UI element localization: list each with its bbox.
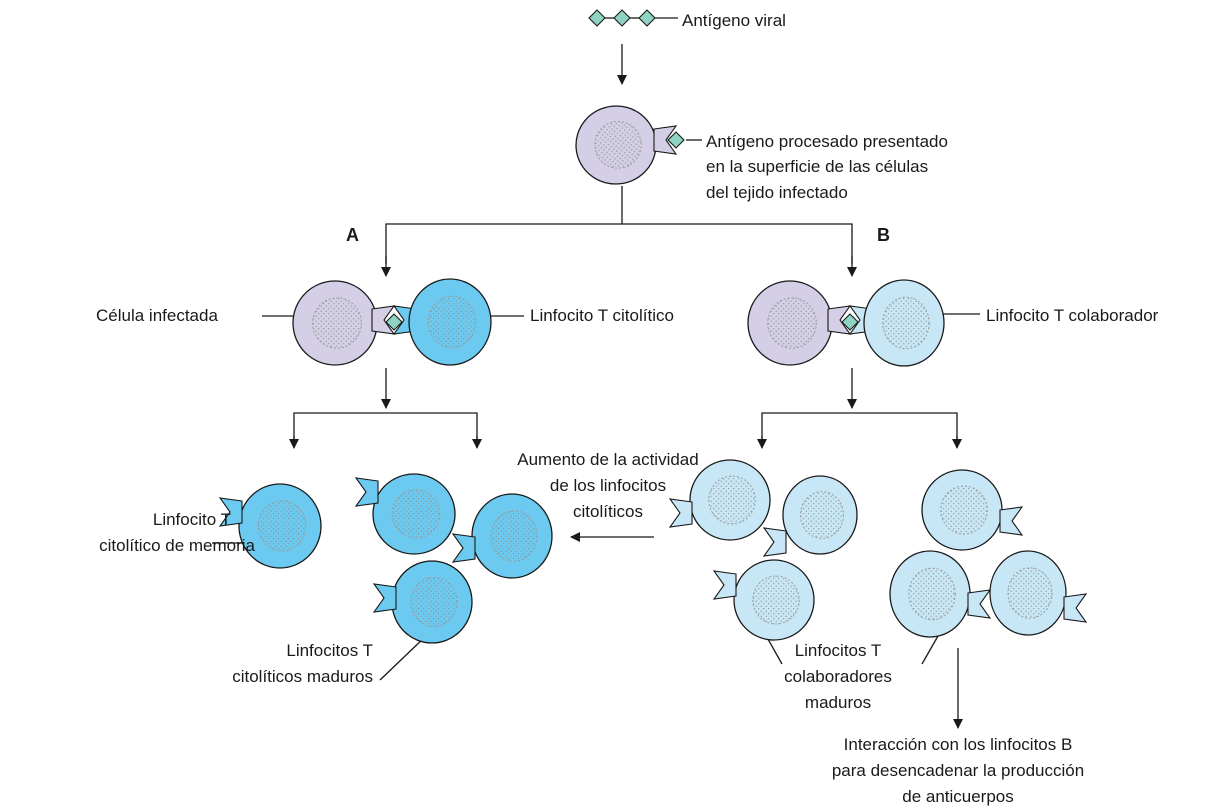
viral-antigen-diamond-1 <box>588 9 606 27</box>
mature-helper-cell-2 <box>782 475 858 555</box>
mature-helper-cell-4 <box>921 469 1003 551</box>
mature-helper-cell-3-receptor <box>712 570 737 600</box>
increased-activity-label-1: Aumento de la actividad <box>517 450 698 469</box>
memory-t-cell-nucleus <box>257 500 307 552</box>
mature-helper-cell-6-receptor <box>1063 593 1088 623</box>
mature-cytolytic-cell-2 <box>471 493 553 579</box>
mature-helper-cell-1-receptor <box>668 498 693 528</box>
mature-helper-cell-2-nucleus <box>800 491 844 539</box>
memory-t-label-1: Linfocito T <box>153 510 231 529</box>
mature-helper-cell-4-receptor <box>999 506 1024 536</box>
mature-helper-cell-3 <box>733 559 815 641</box>
cytolytic-t-cell-nucleus <box>427 295 477 349</box>
processed-antigen-diamond <box>667 131 685 149</box>
mature-cytolytic-cell-1 <box>372 473 456 555</box>
infected-cell-a-nucleus <box>312 297 362 349</box>
mature-helper-leader-2 <box>921 635 939 665</box>
b-interaction-label-2: para desencadenar la producción <box>832 761 1084 780</box>
infected-cell-b <box>747 280 833 366</box>
mature-helper-cell-2-receptor <box>762 527 787 557</box>
processed-antigen-label-3: del tejido infectado <box>706 183 848 202</box>
increased-activity-label-2: de los linfocitos <box>550 476 666 495</box>
mature-helper-cell-5-nucleus <box>908 567 956 621</box>
b-interaction-label-3: de anticuerpos <box>902 787 1014 806</box>
helper-t-label: Linfocito T colaborador <box>986 306 1159 325</box>
infected-cell-a <box>292 280 378 366</box>
presenting-cell <box>575 105 657 185</box>
mature-helper-label-3: maduros <box>805 693 871 712</box>
viral-antigen-label: Antígeno viral <box>682 11 786 30</box>
mature-cytolytic-leader <box>379 635 427 681</box>
mature-cytolytic-cell-2-nucleus <box>490 510 538 562</box>
memory-t-cell <box>238 483 322 569</box>
mature-cytolytic-cell-3-receptor <box>372 583 397 613</box>
mature-cytolytic-label-1: Linfocitos T <box>286 641 373 660</box>
cells-layer <box>218 9 1088 644</box>
infected-cell-b-receptor <box>827 305 852 335</box>
infected-cell-a-receptor <box>371 305 396 335</box>
mature-helper-label-1: Linfocitos T <box>795 641 882 660</box>
processed-antigen-label-1: Antígeno procesado presentado <box>706 132 948 151</box>
labels-layer: Antígeno viral Antígeno procesado presen… <box>96 11 1159 806</box>
branch-bar <box>385 223 853 264</box>
b-interaction-label-1: Interacción con los linfocitos B <box>844 735 1073 754</box>
presenting-cell-nucleus <box>594 120 642 169</box>
mature-helper-cell-1 <box>689 459 771 541</box>
branch-b-label: B <box>877 225 890 245</box>
helper-t-cell <box>863 279 945 367</box>
mature-helper-cell-1-nucleus <box>708 475 756 525</box>
mature-helper-cell-5 <box>889 550 971 638</box>
mature-cytolytic-cell-3-nucleus <box>410 576 458 628</box>
presenting-cell-receptor <box>653 125 678 155</box>
mature-cytolytic-cell-1-receptor <box>354 477 379 507</box>
memory-t-label-2: citolítico de memoria <box>99 536 255 555</box>
helper-t-cell-nucleus <box>882 296 930 350</box>
viral-antigen-diamond-3 <box>638 9 656 27</box>
mature-cytolytic-label-2: citolíticos maduros <box>232 667 373 686</box>
viral-antigen-diamond-2 <box>613 9 631 27</box>
split-b <box>761 412 958 443</box>
mature-helper-label-2: colaboradores <box>784 667 892 686</box>
cytolytic-t-label: Linfocito T citolítico <box>530 306 674 325</box>
cytolytic-t-cell <box>408 278 492 366</box>
increased-activity-label-3: citolíticos <box>573 502 643 521</box>
mature-cytolytic-cell-1-nucleus <box>391 489 441 539</box>
mature-helper-cell-5-receptor <box>967 589 992 619</box>
infected-cell-b-nucleus <box>767 297 817 349</box>
mature-cytolytic-cell-2-receptor <box>451 533 476 563</box>
processed-antigen-label-2: en la superficie de las células <box>706 157 928 176</box>
mature-helper-cell-4-nucleus <box>940 485 988 535</box>
mature-helper-cell-6-nucleus <box>1007 567 1053 619</box>
mature-helper-cell-3-nucleus <box>752 575 800 625</box>
mature-helper-cell-6 <box>989 550 1067 636</box>
split-a <box>293 412 478 443</box>
branch-a-label: A <box>346 225 359 245</box>
infected-cell-label: Célula infectada <box>96 306 218 325</box>
memory-t-receptor <box>218 497 243 527</box>
mature-cytolytic-cell-3 <box>391 560 473 644</box>
